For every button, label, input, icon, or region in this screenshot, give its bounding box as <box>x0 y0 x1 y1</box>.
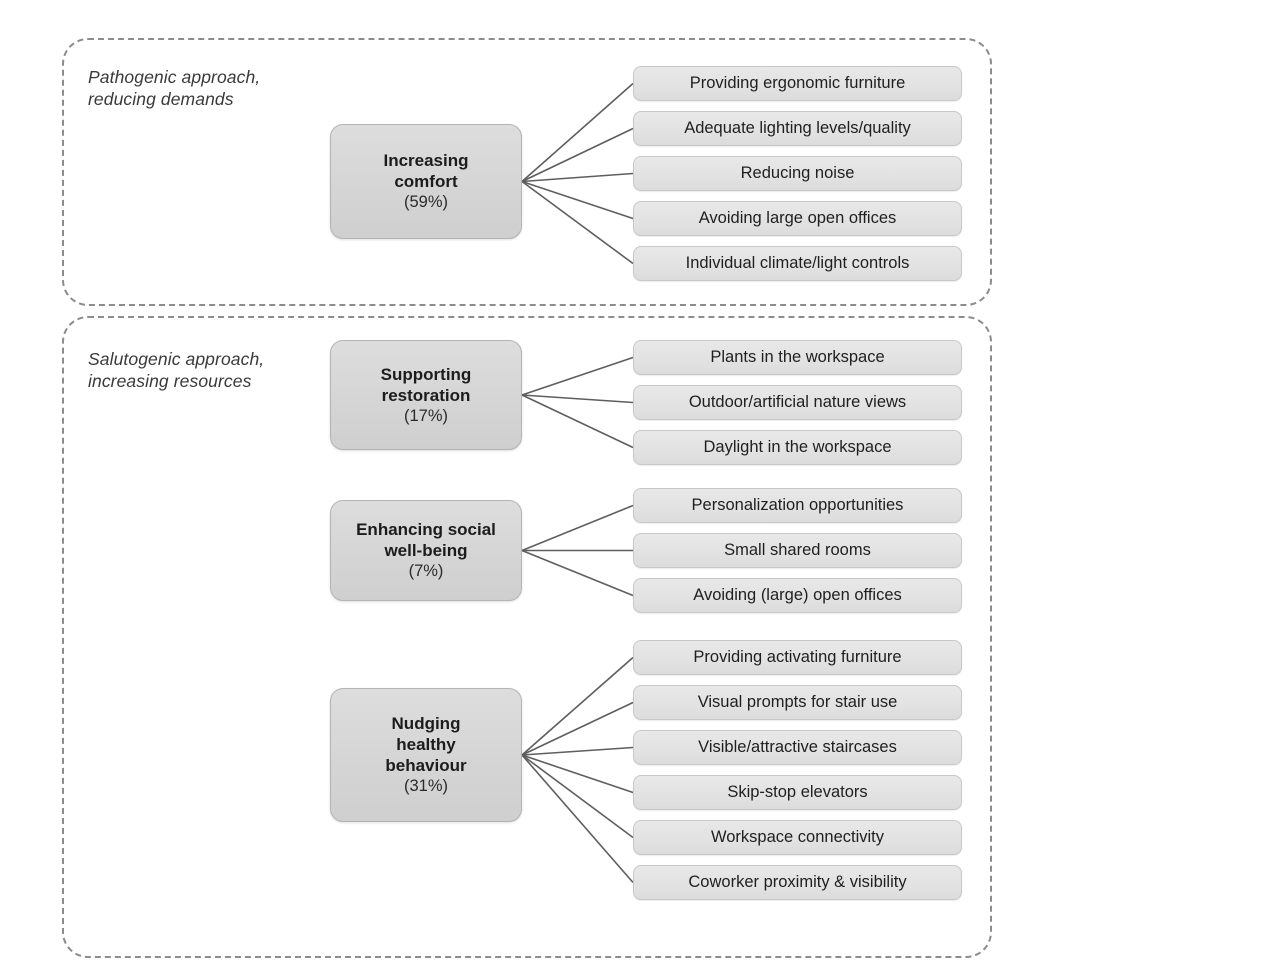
leaf-box[interactable]: Small shared rooms <box>633 533 962 568</box>
leaf-box[interactable]: Providing activating furniture <box>633 640 962 675</box>
category-node-increasing-comfort[interactable]: Increasing comfort (59%) <box>330 124 522 239</box>
leaf-box[interactable]: Skip-stop elevators <box>633 775 962 810</box>
leaf-box[interactable]: Plants in the workspace <box>633 340 962 375</box>
leaf-box[interactable]: Visual prompts for stair use <box>633 685 962 720</box>
category-title: Supporting restoration <box>380 364 472 405</box>
leaf-box[interactable]: Coworker proximity & visibility <box>633 865 962 900</box>
leaf-box[interactable]: Avoiding large open offices <box>633 201 962 236</box>
leaf-box[interactable]: Providing ergonomic furniture <box>633 66 962 101</box>
group-panel-salutogenic <box>62 316 992 958</box>
leaf-box[interactable]: Daylight in the workspace <box>633 430 962 465</box>
category-node-nudging-healthy-behaviour[interactable]: Nudging healthy behaviour (31%) <box>330 688 522 822</box>
leaf-box[interactable]: Outdoor/artificial nature views <box>633 385 962 420</box>
group-panel-pathogenic <box>62 38 992 306</box>
group-caption-salutogenic: Salutogenic approach, increasing resourc… <box>88 349 265 391</box>
category-title: Enhancing social well-being <box>356 520 496 560</box>
category-percent: (17%) <box>403 406 448 425</box>
category-title: Increasing comfort <box>383 151 469 191</box>
leaf-box[interactable]: Personalization opportunities <box>633 488 962 523</box>
leaf-box[interactable]: Adequate lighting levels/quality <box>633 111 962 146</box>
category-percent: (7%) <box>408 562 444 580</box>
category-node-supporting-restoration[interactable]: Supporting restoration (17%) <box>330 340 522 450</box>
category-title: Nudging healthy behaviour <box>385 714 467 775</box>
category-percent: (31%) <box>403 777 448 795</box>
leaf-box[interactable]: Avoiding (large) open offices <box>633 578 962 613</box>
leaf-box[interactable]: Visible/attractive staircases <box>633 730 962 765</box>
group-caption-pathogenic: Pathogenic approach, reducing demands <box>88 67 261 109</box>
category-percent: (59%) <box>403 193 448 211</box>
leaf-box[interactable]: Reducing noise <box>633 156 962 191</box>
leaf-box[interactable]: Individual climate/light controls <box>633 246 962 281</box>
leaf-box[interactable]: Workspace connectivity <box>633 820 962 855</box>
category-node-enhancing-social-well-being[interactable]: Enhancing social well-being (7%) <box>330 500 522 601</box>
